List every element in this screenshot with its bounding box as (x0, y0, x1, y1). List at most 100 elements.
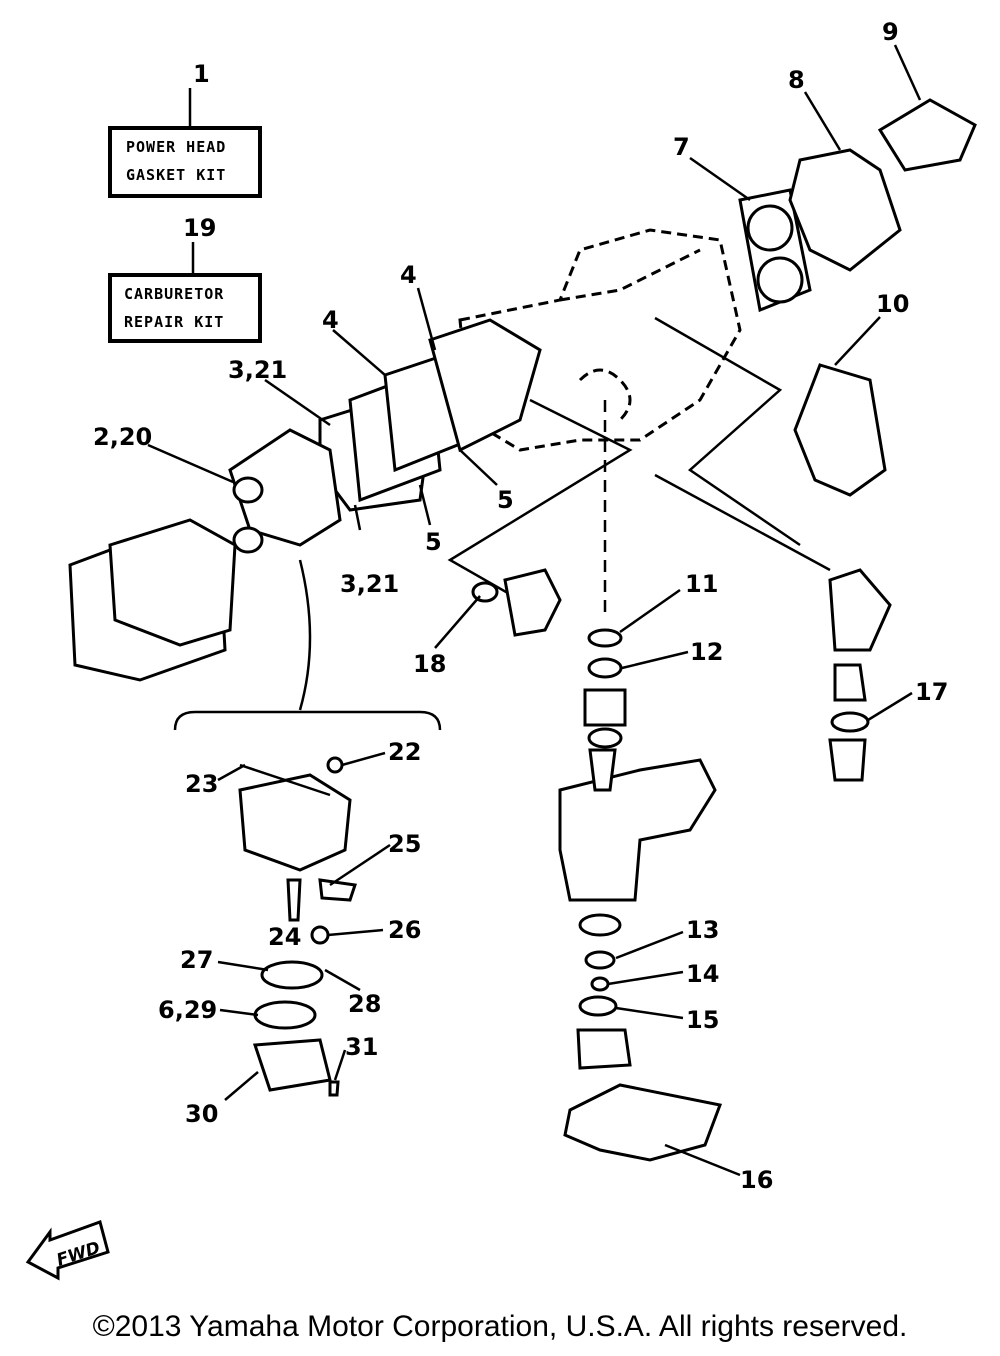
leader-30 (224, 1071, 259, 1101)
gasket-kit-line1: POWER HEAD (126, 138, 226, 156)
callout-4b: 4 (400, 261, 417, 289)
leader-26 (327, 928, 384, 937)
leader-25 (329, 843, 391, 887)
leader-6-29 (219, 1008, 259, 1017)
callout-30: 30 (185, 1100, 218, 1128)
part-24 (286, 878, 302, 922)
bracket (173, 710, 442, 731)
part-26 (310, 925, 330, 945)
assembly-line-carb (298, 559, 312, 711)
silencer-gasket (108, 518, 237, 647)
crankshaft (558, 758, 717, 902)
callout-27: 27 (180, 946, 213, 974)
assembly-line-left (447, 398, 633, 602)
callout-5a: 5 (497, 486, 514, 514)
callout-31: 31 (345, 1033, 378, 1061)
callout-15: 15 (686, 1006, 719, 1034)
callout-3-21a: 3,21 (228, 356, 287, 384)
callout-3-21b: 3,21 (340, 570, 399, 598)
leader-9 (893, 44, 922, 101)
leader-10 (834, 316, 881, 366)
leader-23 (217, 763, 246, 782)
leader-28 (324, 968, 361, 992)
oring-11 (587, 628, 623, 648)
part-8 (788, 148, 902, 272)
float-bowl-30 (252, 1038, 332, 1092)
gasket-kit-label: 1 POWER HEAD GASKET KIT (108, 60, 262, 198)
leader-4b (416, 287, 437, 351)
crankshaft-assembly (558, 628, 723, 1162)
callout-11: 11 (685, 570, 718, 598)
leader-16 (664, 1143, 741, 1177)
carburetor-kit-label: 19 CARBURETOR REPAIR KIT (108, 214, 262, 343)
leader-2-20 (147, 443, 234, 484)
carb-kit-line2: REPAIR KIT (124, 313, 224, 331)
assembly-line-right (654, 316, 801, 547)
bearing-upper (583, 688, 627, 727)
leader-27 (217, 960, 269, 972)
thermostat-cover (828, 568, 892, 652)
leader-5a (459, 449, 498, 486)
leader-13 (615, 930, 684, 960)
leader-3-21a (264, 378, 331, 427)
exploded-parts-diagram: 1 POWER HEAD GASKET KIT 19 CARBURETOR RE… (25, 18, 977, 1281)
leader-17 (867, 691, 913, 722)
callout-26: 26 (388, 916, 421, 944)
seal-13 (584, 950, 616, 970)
thermostat (828, 738, 867, 782)
callout-18: 18 (413, 650, 446, 678)
callout-10: 10 (876, 290, 909, 318)
seal-12 (587, 657, 623, 679)
callout-5b: 5 (425, 528, 442, 556)
gasket-2-20 (232, 476, 264, 554)
leader-31 (333, 1049, 347, 1081)
callout-1: 1 (193, 60, 210, 88)
forward-arrow-icon: FWD (25, 1220, 110, 1281)
base-gasket-16 (563, 1083, 723, 1162)
part-9 (877, 98, 977, 172)
leader-12 (621, 650, 689, 670)
callout-17: 17 (915, 678, 948, 706)
callout-23: 23 (185, 770, 218, 798)
callout-8: 8 (788, 66, 805, 94)
callout-12: 12 (690, 638, 723, 666)
callout-7: 7 (673, 133, 690, 161)
callout-6-29: 6,29 (158, 996, 217, 1024)
crankcase-5 (428, 318, 542, 453)
spring (833, 663, 867, 702)
float-27 (260, 960, 324, 990)
callout-19: 19 (183, 214, 216, 242)
cover-10 (793, 363, 887, 497)
callout-4a: 4 (322, 306, 339, 334)
callout-9: 9 (882, 18, 899, 46)
carb-kit-line1: CARBURETOR (124, 285, 224, 303)
leader-22 (341, 751, 386, 767)
leader-5b (418, 484, 432, 526)
callout-14: 14 (686, 960, 719, 988)
leader-14 (607, 970, 684, 986)
copyright-text: ©2013 Yamaha Motor Corporation, U.S.A. A… (92, 1310, 908, 1343)
part-25 (318, 878, 357, 902)
lower-housing (576, 1028, 632, 1070)
oring-15 (578, 995, 618, 1017)
oring-17 (830, 711, 870, 733)
fuel-pump (503, 568, 562, 637)
callout-28: 28 (348, 990, 381, 1018)
part-14 (590, 976, 610, 992)
part-22 (326, 756, 344, 774)
callout-22: 22 (388, 738, 421, 766)
leader-8 (803, 91, 842, 151)
screw-31 (328, 1080, 340, 1097)
gasket-kit-line2: GASKET KIT (126, 166, 226, 184)
leader-4a (332, 329, 386, 376)
leader-11 (619, 588, 681, 634)
callout-2-20: 2,20 (93, 423, 152, 451)
callout-16: 16 (740, 1166, 773, 1194)
gasket-6-29 (253, 1000, 317, 1030)
leader-3-21b (353, 504, 362, 531)
callout-24: 24 (268, 923, 301, 951)
callout-25: 25 (388, 830, 421, 858)
cylinder-block (458, 228, 742, 452)
leader-7 (689, 156, 751, 202)
head-gasket-7 (738, 188, 812, 313)
